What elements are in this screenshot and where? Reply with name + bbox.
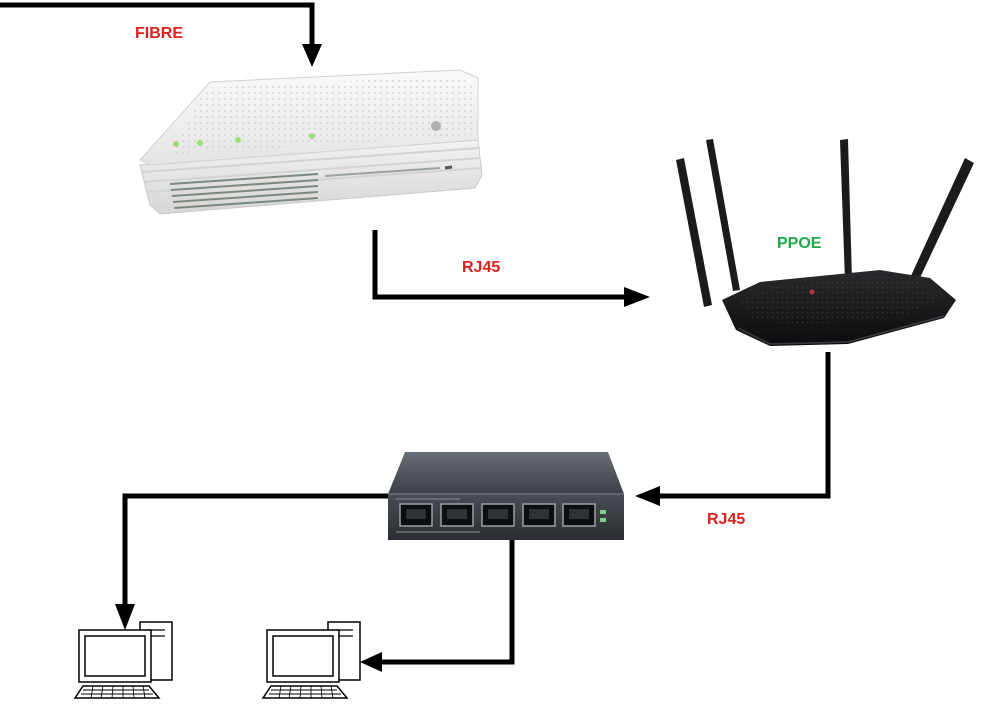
rj45-modem-router-label: RJ45 <box>462 259 501 276</box>
fibre-connector-line <box>0 2 315 52</box>
fibre-modem-icon <box>139 69 483 215</box>
network-switch-icon <box>388 452 624 540</box>
rj45-router-switch-label: RJ45 <box>707 511 746 528</box>
wifi-router-icon <box>676 139 974 346</box>
ppoe-label: PPOE <box>777 235 822 252</box>
router-switch-connector-line <box>656 352 831 499</box>
switch-ports <box>399 503 596 527</box>
fibre-arrowhead <box>302 44 322 67</box>
modem-router-connector-line <box>372 230 628 300</box>
switch-left-pc-connector-line <box>122 493 390 608</box>
modem-router-arrowhead <box>624 287 650 307</box>
router-switch-arrowhead <box>635 486 660 506</box>
desktop-computer-icon <box>261 621 361 699</box>
switch-left-pc-arrowhead <box>115 604 135 630</box>
desktop-computer-icon <box>73 621 173 699</box>
switch-right-pc-arrowhead <box>360 652 382 672</box>
fibre-label: FIBRE <box>135 25 183 42</box>
switch-right-pc-connector-line <box>378 540 515 665</box>
